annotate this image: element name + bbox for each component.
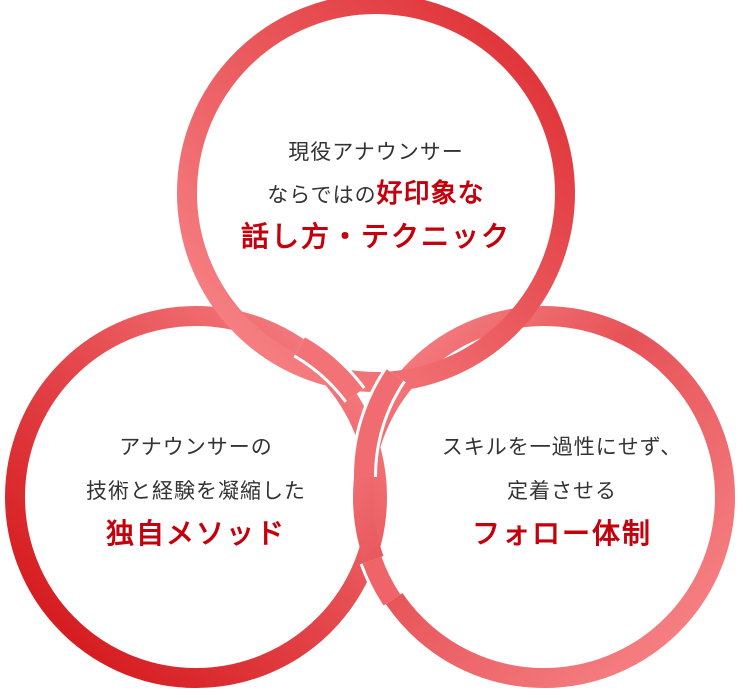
right-circle-label: スキルを一過性にせず、 定着させる フォロー体制: [412, 437, 712, 549]
top-circle-label: 現役アナウンサー ならではの好印象な 話し方・テクニック: [226, 142, 526, 252]
left-circle-label: アナウンサーの 技術と経験を凝縮した 独自メソッド: [46, 437, 346, 549]
top-line-2-text: ならではの: [267, 183, 377, 207]
left-line-2: 技術と経験を凝縮した: [86, 479, 306, 503]
top-inline-emphasis: 好印象な: [376, 179, 485, 209]
right-line-1: スキルを一過性にせず、: [441, 435, 683, 459]
right-emphasis: フォロー体制: [471, 517, 652, 550]
weave-overlaps: [293, 334, 406, 608]
top-emphasis: 話し方・テクニック: [240, 220, 511, 253]
top-line-1: 現役アナウンサー: [288, 140, 464, 164]
left-emphasis: 独自メソッド: [105, 517, 286, 550]
right-ring: [353, 306, 735, 688]
left-ring: [5, 306, 387, 688]
left-line-1: アナウンサーの: [119, 435, 273, 459]
right-line-2: 定着させる: [507, 479, 617, 503]
top-line-2: ならではの好印象な: [226, 181, 526, 207]
